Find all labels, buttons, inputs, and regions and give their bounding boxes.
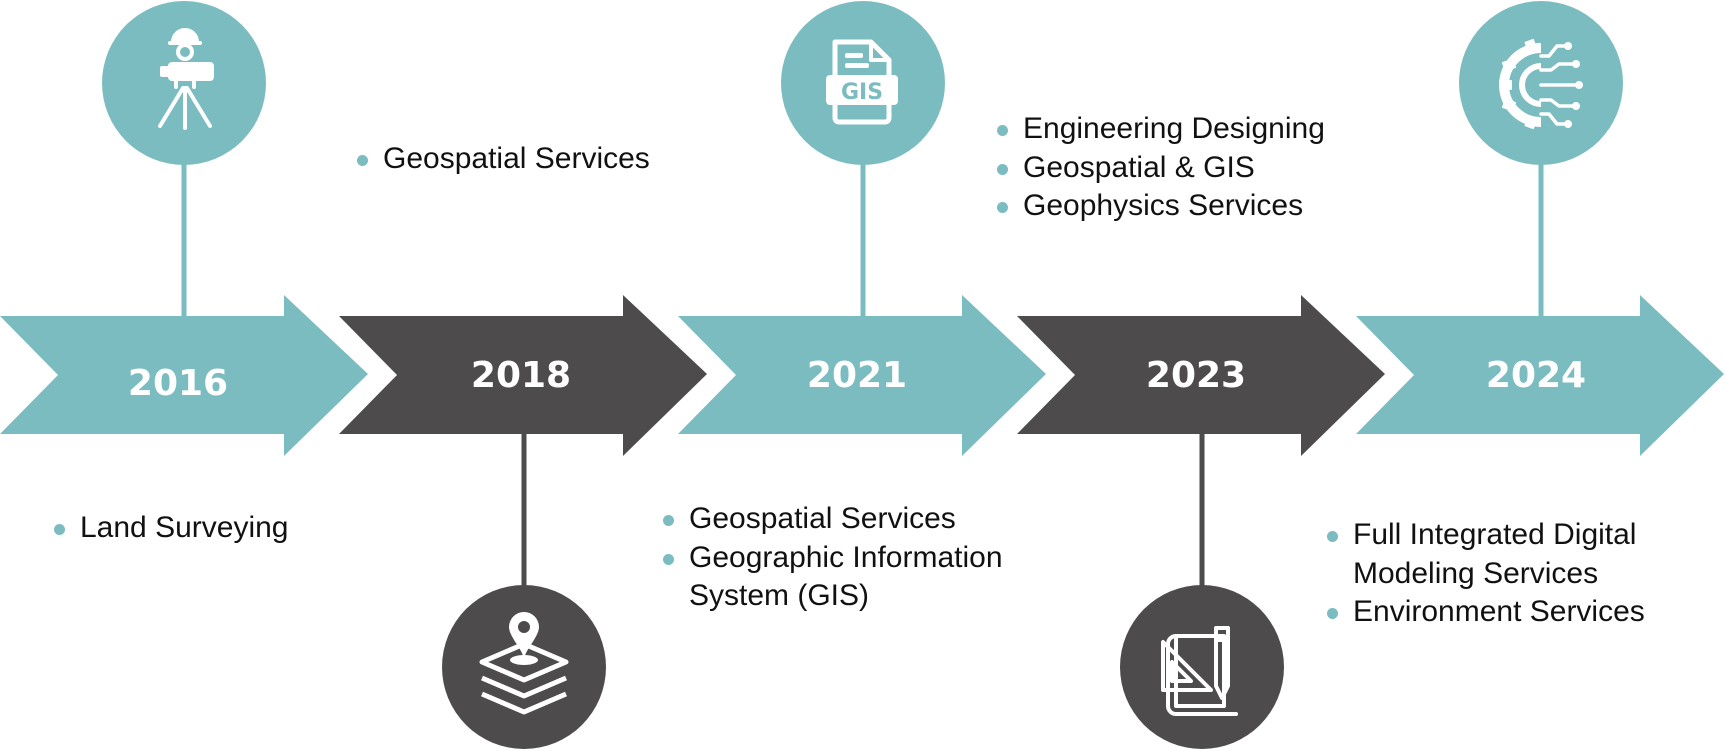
drafting-tools-icon (1161, 626, 1238, 716)
year-label-2021: 2021 (807, 355, 907, 396)
list-item: Environment Services (1327, 593, 1687, 632)
list-item: Full Integrated Digital Modeling Service… (1327, 516, 1687, 593)
icon-circle-2023 (1120, 585, 1284, 749)
arrow-2024 (1356, 295, 1724, 456)
arrow-2018 (339, 295, 707, 456)
year-label-2023: 2023 (1146, 355, 1246, 396)
year-label-2018: 2018 (471, 355, 571, 396)
icon-circle-2024 (1459, 1, 1623, 165)
svg-text:GIS: GIS (841, 80, 883, 105)
list-item: Geospatial Services (663, 500, 1048, 539)
bullets-2021: Geospatial Services Geographic Informati… (663, 500, 1048, 616)
list-item: Geospatial & GIS (997, 149, 1377, 188)
bullets-2024: Full Integrated Digital Modeling Service… (1327, 516, 1687, 632)
bullets-2023: Engineering Designing Geospatial & GIS G… (997, 110, 1377, 226)
icon-circle-2018 (442, 585, 606, 749)
list-item: Geographic Information System (GIS) (663, 539, 1048, 616)
list-item: Engineering Designing (997, 110, 1377, 149)
list-item: Land Surveying (54, 509, 354, 548)
list-item: Geospatial Services (357, 140, 687, 179)
gis-file-icon: GIS (826, 39, 898, 125)
year-label-2016: 2016 (128, 363, 228, 404)
arrow-2021 (678, 295, 1046, 456)
year-label-2024: 2024 (1486, 355, 1586, 396)
surveyor-tripod-icon (158, 28, 214, 130)
icon-circle-2021: GIS (781, 1, 945, 165)
map-layers-pin-icon (479, 612, 569, 715)
icon-circle-2016 (102, 1, 266, 165)
arrow-2023 (1017, 295, 1385, 456)
bullets-2016: Land Surveying (54, 509, 354, 548)
digital-gear-circuit-icon (1499, 38, 1583, 130)
list-item: Geophysics Services (997, 187, 1377, 226)
arrow-2016 (0, 295, 368, 456)
bullets-2018: Geospatial Services (357, 140, 687, 179)
